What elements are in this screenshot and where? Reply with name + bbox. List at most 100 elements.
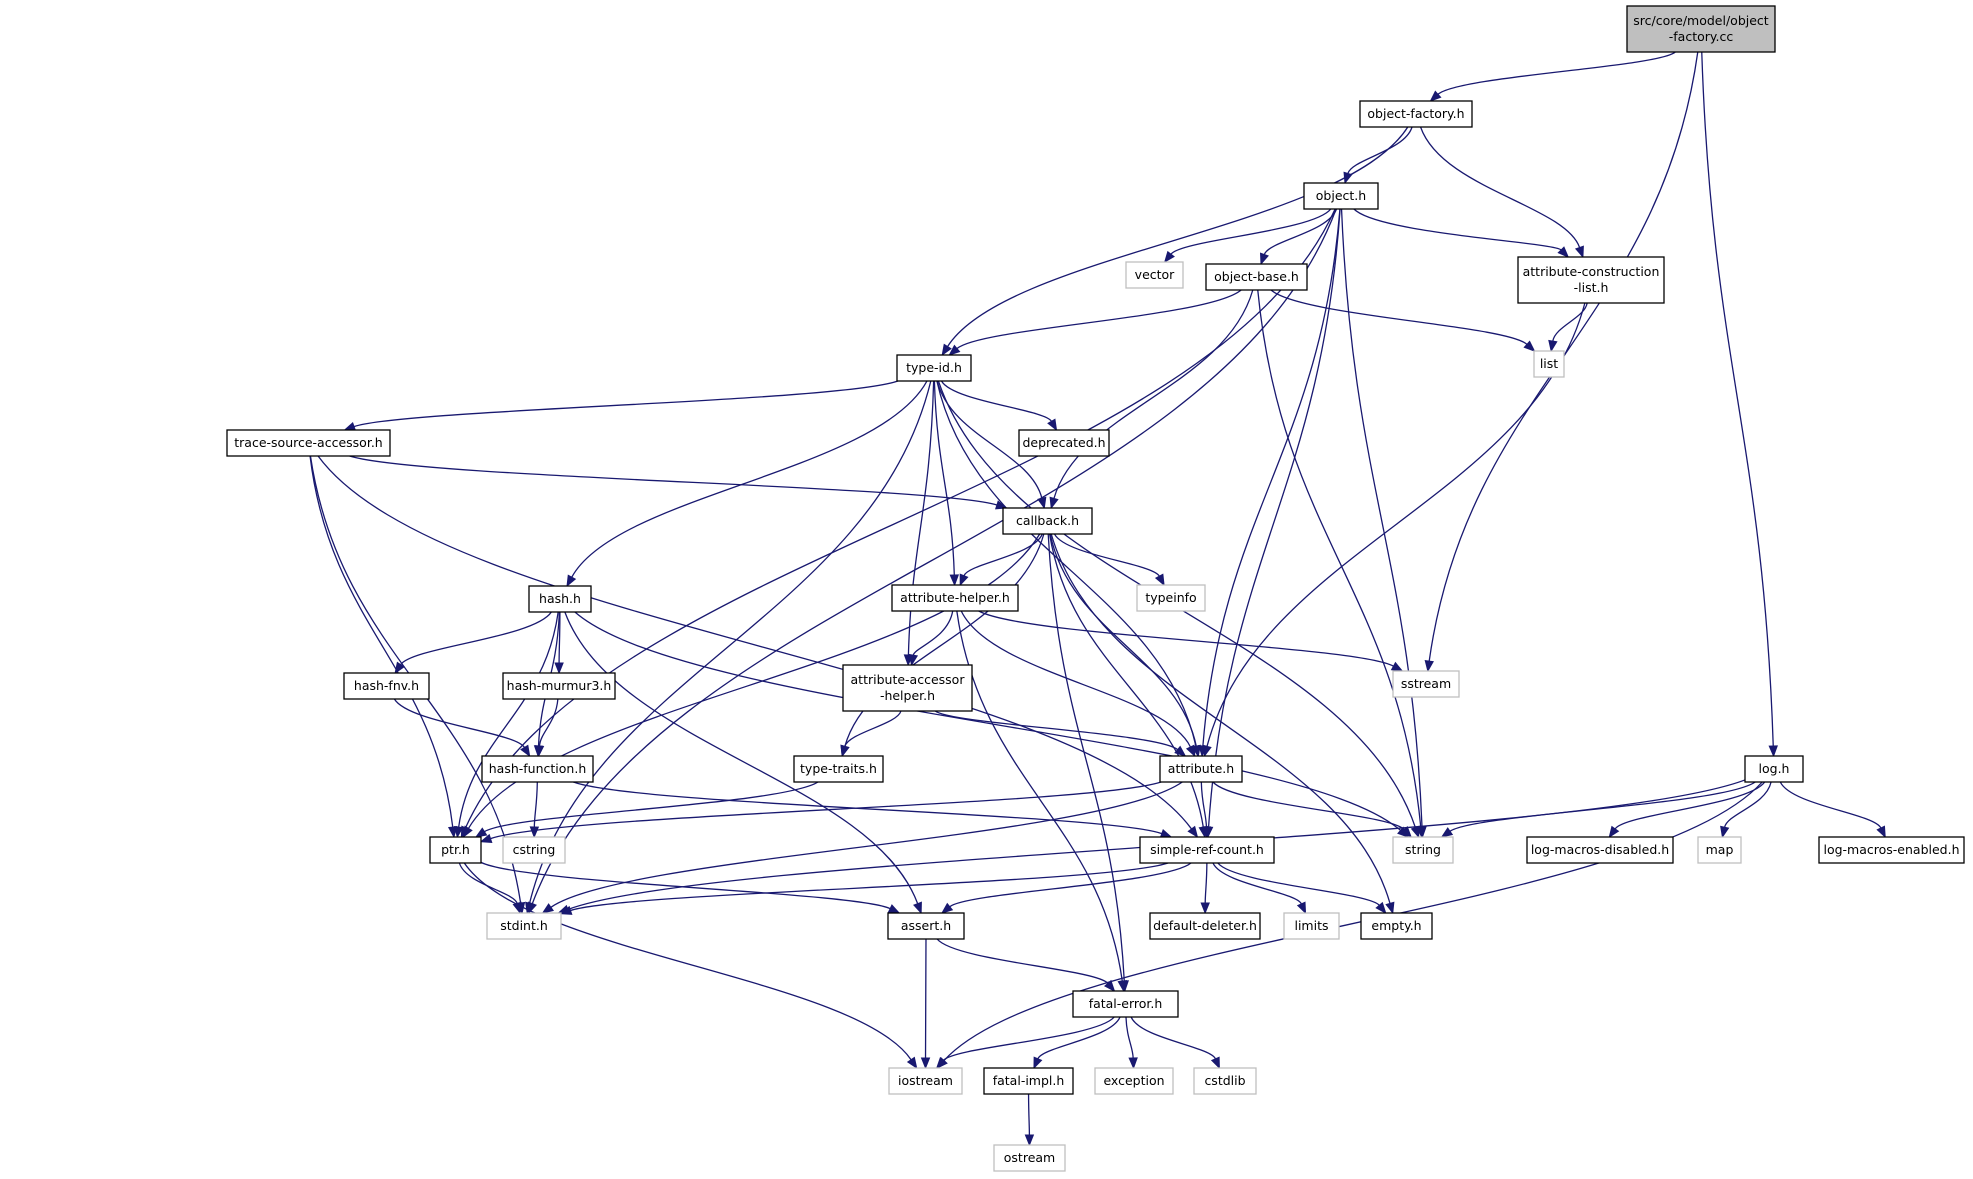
node-label: simple-ref-count.h	[1150, 842, 1264, 857]
node-box	[1125, 261, 1184, 289]
node-label: ostream	[1004, 1150, 1055, 1165]
node-box	[1002, 507, 1093, 535]
node-attr-accessor-helper-h[interactable]: attribute-accessor-helper.h	[842, 664, 973, 712]
node-vector: vector	[1125, 261, 1184, 289]
node-hash-h[interactable]: hash.h	[528, 585, 592, 613]
edge-hash_h-to-assert_h	[564, 611, 922, 915]
node-attribute-helper-h[interactable]: attribute-helper.h	[891, 584, 1019, 612]
node-box	[1149, 912, 1261, 940]
node-label: -factory.cc	[1669, 29, 1734, 44]
node-log-macros-enabled-h[interactable]: log-macros-enabled.h	[1818, 836, 1965, 864]
node-label: type-id.h	[906, 360, 962, 375]
node-trace-source-accessor-h[interactable]: trace-source-accessor.h	[226, 429, 391, 457]
node-box	[1193, 1067, 1257, 1095]
node-type-traits-h[interactable]: type-traits.h	[793, 755, 884, 783]
node-box	[1517, 256, 1665, 304]
node-attribute-h[interactable]: attribute.h	[1159, 755, 1243, 783]
node-box	[1818, 836, 1965, 864]
node-label: -list.h	[1574, 280, 1609, 295]
node-object-h[interactable]: object.h	[1303, 182, 1379, 210]
node-empty-h[interactable]: empty.h	[1360, 912, 1433, 940]
node-object-factory-h[interactable]: object-factory.h	[1359, 100, 1473, 128]
edge-simple_ref_count_h-to-assert_h	[940, 862, 1192, 914]
node-hash-function-h[interactable]: hash-function.h	[481, 755, 594, 783]
node-label: typeinfo	[1145, 590, 1196, 605]
node-box	[429, 836, 482, 864]
edge-object_h-to-vector	[1163, 208, 1332, 264]
node-fatal-impl-h[interactable]: fatal-impl.h	[983, 1067, 1074, 1095]
edge-ptr_h-to-iostream	[463, 862, 918, 1070]
node-label: fatal-impl.h	[993, 1073, 1065, 1088]
node-log-macros-disabled-h[interactable]: log-macros-disabled.h	[1526, 836, 1674, 864]
node-attr-construction-list-h[interactable]: attribute-construction-list.h	[1517, 256, 1665, 304]
node-typeinfo: typeinfo	[1136, 584, 1206, 612]
node-fatal-error-h[interactable]: fatal-error.h	[1072, 990, 1179, 1018]
node-assert-h[interactable]: assert.h	[887, 912, 965, 940]
edge-type_id_h-to-deprecated_h	[940, 380, 1058, 432]
node-box	[896, 354, 972, 382]
edge-object_h-to-attr_construction_list_h	[1353, 208, 1570, 258]
node-sstream: sstream	[1392, 670, 1460, 698]
edge-hash_murmur3_h-to-hash_function_h	[534, 698, 559, 758]
node-box	[481, 755, 594, 783]
edge-object_h-to-attribute_h	[1198, 208, 1341, 758]
edge-log_h-to-map	[1720, 781, 1772, 839]
node-hash-murmur3-h[interactable]: hash-murmur3.h	[502, 672, 616, 700]
edge-attribute_helper_h-to-attribute_h	[960, 610, 1196, 758]
edge-simple_ref_count_h-to-default_deleter_h	[1200, 862, 1210, 915]
edge-attribute_h-to-ptr_h	[479, 781, 1162, 843]
node-type-id-h[interactable]: type-id.h	[896, 354, 972, 382]
edge-callback_h-to-typeinfo	[1053, 533, 1165, 587]
edge-object_h-to-simple_ref_count_h	[1203, 208, 1341, 839]
edge-hash_fnv_h-to-hash_function_h	[393, 698, 531, 758]
node-label: string	[1405, 842, 1441, 857]
node-root[interactable]: src/core/model/object-factory.cc	[1626, 5, 1776, 53]
edge-fatal_error_h-to-iostream	[935, 1016, 1115, 1070]
edge-attr_construction_list_h-to-list	[1548, 302, 1588, 353]
node-box	[528, 585, 592, 613]
node-callback-h[interactable]: callback.h	[1002, 507, 1093, 535]
edge-fatal_error_h-to-exception	[1125, 1016, 1138, 1070]
node-label: default-deleter.h	[1153, 918, 1257, 933]
edge-object_base_h-to-type_id_h	[948, 289, 1242, 356]
node-label: ptr.h	[441, 842, 470, 857]
node-label: empty.h	[1371, 918, 1421, 933]
edge-object_h-to-stdint_h	[528, 208, 1337, 915]
node-box	[793, 755, 884, 783]
node-box	[1626, 5, 1776, 53]
nodes: src/core/model/object-factory.cc object-f…	[226, 5, 1965, 1172]
edge-callback_h-to-empty_h	[1050, 533, 1395, 915]
node-box	[1094, 1067, 1174, 1095]
node-box	[1392, 836, 1454, 864]
node-exception: exception	[1094, 1067, 1174, 1095]
node-hash-fnv-h[interactable]: hash-fnv.h	[343, 672, 430, 700]
edge-attribute_helper_h-to-attr_accessor_helper_h	[908, 610, 954, 667]
node-simple-ref-count-h[interactable]: simple-ref-count.h	[1139, 836, 1275, 864]
node-list: list	[1533, 350, 1565, 378]
node-deprecated-h[interactable]: deprecated.h	[1018, 429, 1110, 457]
node-object-base-h[interactable]: object-base.h	[1205, 263, 1308, 291]
node-label: attribute-helper.h	[900, 590, 1010, 605]
node-label: cstdlib	[1204, 1073, 1245, 1088]
edge-fatal_error_h-to-cstdlib	[1130, 1016, 1220, 1070]
node-iostream: iostream	[888, 1067, 963, 1095]
node-ptr-h[interactable]: ptr.h	[429, 836, 482, 864]
node-default-deleter-h[interactable]: default-deleter.h	[1149, 912, 1261, 940]
node-label: assert.h	[901, 918, 951, 933]
node-label: attribute-construction	[1523, 264, 1660, 279]
node-box	[1533, 350, 1565, 378]
edge-object_base_h-to-callback_h	[1049, 289, 1254, 510]
node-box	[1159, 755, 1243, 783]
node-label: map	[1706, 842, 1734, 857]
edge-attribute_helper_h-to-sstream	[978, 610, 1404, 672]
node-box	[1072, 990, 1179, 1018]
node-box	[1744, 755, 1804, 783]
edge-hash_h-to-hash_murmur3_h	[554, 611, 564, 675]
node-cstdlib: cstdlib	[1193, 1067, 1257, 1095]
node-box	[226, 429, 391, 457]
node-label: limits	[1294, 918, 1328, 933]
edge-hash_function_h-to-cstring	[529, 781, 540, 839]
edge-attr_accessor_helper_h-to-attribute_h	[934, 710, 1187, 757]
node-log-h[interactable]: log.h	[1744, 755, 1804, 783]
edge-object_h-to-ptr_h	[460, 208, 1336, 839]
